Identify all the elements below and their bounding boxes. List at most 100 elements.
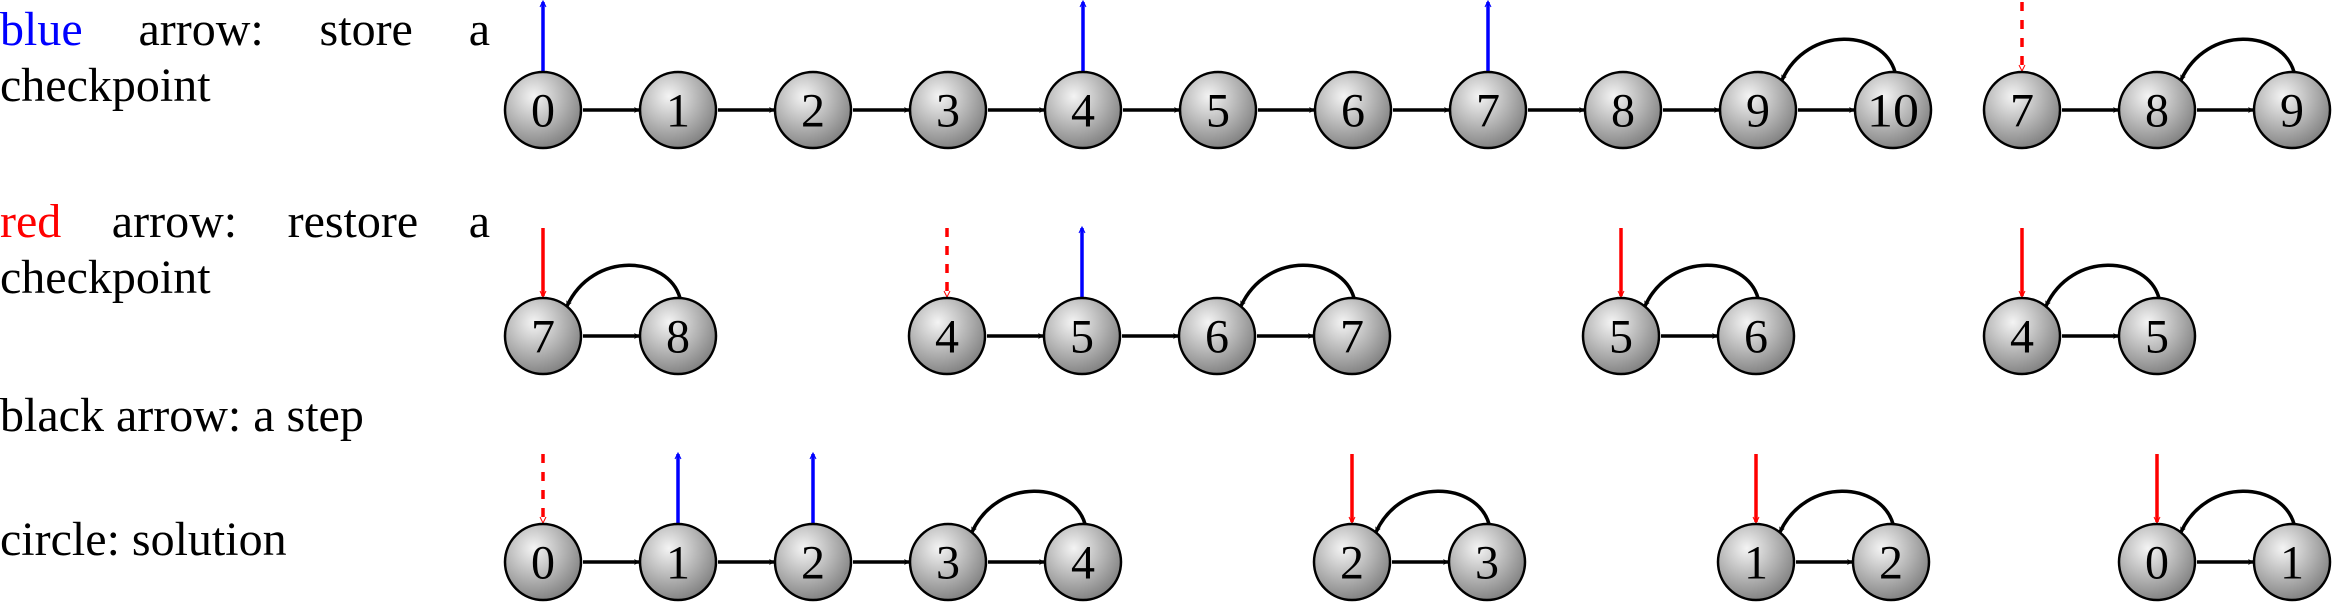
solution-circle	[2117, 522, 2197, 602]
solution-node: 6	[1177, 296, 1257, 376]
loop-back-arrow	[1239, 263, 1356, 307]
solution-circle	[908, 522, 988, 602]
loop-back-arrow	[1780, 37, 1897, 81]
solution-circle	[773, 70, 853, 150]
node-label: 0	[531, 85, 555, 138]
node-label: 1	[666, 85, 690, 138]
node-label: 5	[1070, 311, 1094, 364]
legend-blue-line2: checkpoint	[0, 59, 211, 112]
solution-circle	[1043, 522, 1123, 602]
node-label: 5	[2145, 311, 2169, 364]
legend-blue: blue arrow: store a checkpoint	[0, 2, 490, 114]
solution-circle	[503, 296, 583, 376]
solution-node: 3	[1447, 522, 1527, 602]
solution-circle	[908, 70, 988, 150]
solution-node: 0	[2117, 522, 2197, 602]
node-label: 9	[1746, 85, 1770, 138]
solution-node: 8	[1583, 70, 1663, 150]
nodes-layer: 0 1 2 3 4 5 6 7 8 9 10 7 8 9 7 8 4 5 6 7 5 6 4 5 0 1 2 3 4 2 3 1 2 0 1	[503, 70, 2332, 602]
solution-node: 3	[908, 522, 988, 602]
node-label: 4	[1071, 85, 1095, 138]
legend-circle: circle: solution	[0, 513, 287, 566]
solution-node: 9	[1718, 70, 1798, 150]
solution-circle	[2252, 522, 2332, 602]
node-label: 6	[1744, 311, 1768, 364]
solution-node: 2	[773, 522, 853, 602]
solution-circle	[1716, 522, 1796, 602]
solution-circle	[638, 70, 718, 150]
solution-circle	[773, 522, 853, 602]
node-label: 8	[1611, 85, 1635, 138]
solution-node: 8	[638, 296, 718, 376]
solution-node: 1	[1716, 522, 1796, 602]
node-label: 10	[1867, 85, 1919, 138]
solution-circle	[638, 522, 718, 602]
node-label: 4	[2010, 311, 2034, 364]
solution-circle	[1177, 296, 1257, 376]
node-label: 4	[935, 311, 959, 364]
node-label: 3	[936, 537, 960, 590]
solution-node: 2	[1851, 522, 1931, 602]
node-label: 6	[1205, 311, 1229, 364]
solution-node: 6	[1716, 296, 1796, 376]
node-label: 6	[1341, 85, 1365, 138]
solution-node: 3	[908, 70, 988, 150]
legend-black: black arrow: a step	[0, 389, 364, 442]
loop-back-arrow	[565, 263, 682, 307]
solution-node: 10	[1853, 70, 1933, 150]
solution-circle	[1313, 70, 1393, 150]
solution-circle	[503, 70, 583, 150]
legend-red-line2: checkpoint	[0, 251, 211, 304]
solution-circle	[1312, 522, 1392, 602]
solution-circle	[1982, 70, 2062, 150]
node-label: 7	[1340, 311, 1364, 364]
solution-node: 4	[1043, 522, 1123, 602]
legend-red: red arrow: restore a checkpoint	[0, 194, 490, 306]
solution-circle	[2117, 296, 2197, 376]
solution-circle	[2117, 70, 2197, 150]
solution-node: 8	[2117, 70, 2197, 150]
node-label: 2	[1340, 537, 1364, 590]
solution-node: 0	[503, 70, 583, 150]
solution-node: 7	[1312, 296, 1392, 376]
solution-node: 7	[1448, 70, 1528, 150]
node-label: 7	[531, 311, 555, 364]
edges-layer	[565, 37, 2296, 565]
legend-red-line1: red arrow: restore a	[0, 194, 490, 250]
solution-node: 7	[1982, 70, 2062, 150]
solution-node: 6	[1313, 70, 1393, 150]
solution-circle	[2252, 70, 2332, 150]
legend-red-text: arrow: restore a	[61, 195, 490, 248]
legend: blue arrow: store a checkpoint red arrow…	[0, 0, 495, 602]
node-label: 0	[2145, 537, 2169, 590]
solution-node: 7	[503, 296, 583, 376]
node-label: 0	[531, 537, 555, 590]
node-label: 2	[801, 537, 825, 590]
node-label: 8	[2145, 85, 2169, 138]
solution-circle	[1716, 296, 1796, 376]
solution-node: 4	[1982, 296, 2062, 376]
solution-node: 1	[638, 70, 718, 150]
solution-circle	[1447, 522, 1527, 602]
solution-node: 5	[1581, 296, 1661, 376]
solution-node: 5	[1042, 296, 1122, 376]
solution-node: 5	[1178, 70, 1258, 150]
loop-back-arrow	[2179, 489, 2296, 533]
solution-node: 9	[2252, 70, 2332, 150]
legend-red-keyword: red	[0, 195, 62, 248]
node-label: 7	[1476, 85, 1500, 138]
loop-back-arrow	[1374, 489, 1491, 533]
node-label: 7	[2010, 85, 2034, 138]
solution-circle	[503, 522, 583, 602]
loop-back-arrow	[2044, 263, 2161, 307]
node-label: 1	[1744, 537, 1768, 590]
solution-circle	[638, 296, 718, 376]
solution-node: 1	[2252, 522, 2332, 602]
loop-back-arrow	[1778, 489, 1895, 533]
node-label: 2	[801, 85, 825, 138]
solution-circle	[1581, 296, 1661, 376]
solution-circle	[1718, 70, 1798, 150]
solution-node: 1	[638, 522, 718, 602]
solution-node: 2	[1312, 522, 1392, 602]
